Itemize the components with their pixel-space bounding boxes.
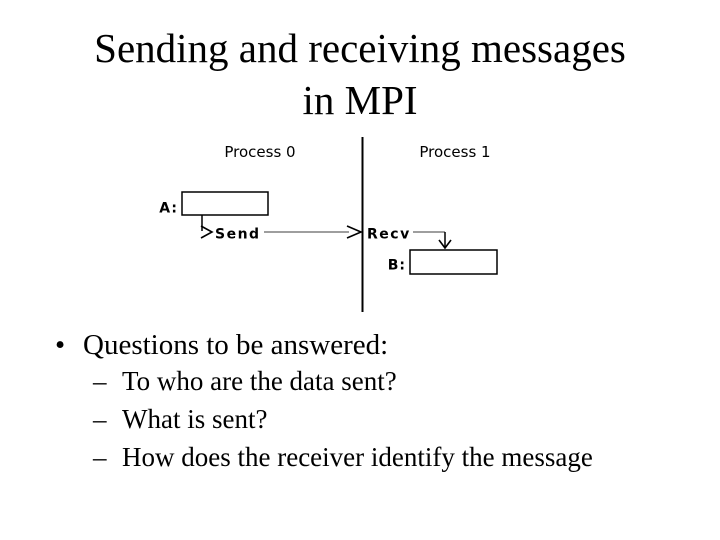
dash-marker-icon: – [93, 366, 107, 396]
send-arrowhead-icon [200, 225, 214, 239]
bullet-marker-icon: • [55, 329, 66, 361]
sub-bullet-to-who: –To who are the data sent? [93, 366, 397, 397]
buffer-b-arrowhead-icon [438, 239, 452, 250]
buffer-a-box [181, 191, 269, 216]
slide-title: Sending and receiving messages in MPI [0, 22, 720, 126]
recv-arrowhead-icon [346, 225, 364, 239]
buffer-a-label: A: [159, 201, 178, 217]
mpi-send-recv-diagram: Process 0 Process 1 A: Send Recv B: [159, 137, 498, 312]
send-label: Send [215, 227, 261, 243]
sub-bullet-to-who-text: To who are the data sent? [122, 366, 397, 396]
recv-label: Recv [367, 227, 411, 243]
sub-bullet-identify: –How does the receiver identify the mess… [93, 442, 593, 473]
dash-marker-icon: – [93, 442, 107, 472]
title-line-2: in MPI [302, 77, 418, 123]
process1-label: Process 1 [419, 143, 490, 161]
sub-bullet-what-text: What is sent? [122, 404, 268, 434]
process0-label: Process 0 [224, 143, 295, 161]
sub-bullet-identify-text: How does the receiver identify the messa… [122, 442, 593, 472]
bullet-questions: • Questions to be answered: [55, 329, 388, 362]
sub-bullet-what: –What is sent? [93, 404, 267, 435]
buffer-b-label: B: [388, 258, 406, 274]
bullet-questions-text: Questions to be answered: [83, 329, 389, 361]
dash-marker-icon: – [93, 404, 107, 434]
buffer-b-box [409, 249, 498, 275]
title-line-1: Sending and receiving messages [94, 25, 626, 71]
